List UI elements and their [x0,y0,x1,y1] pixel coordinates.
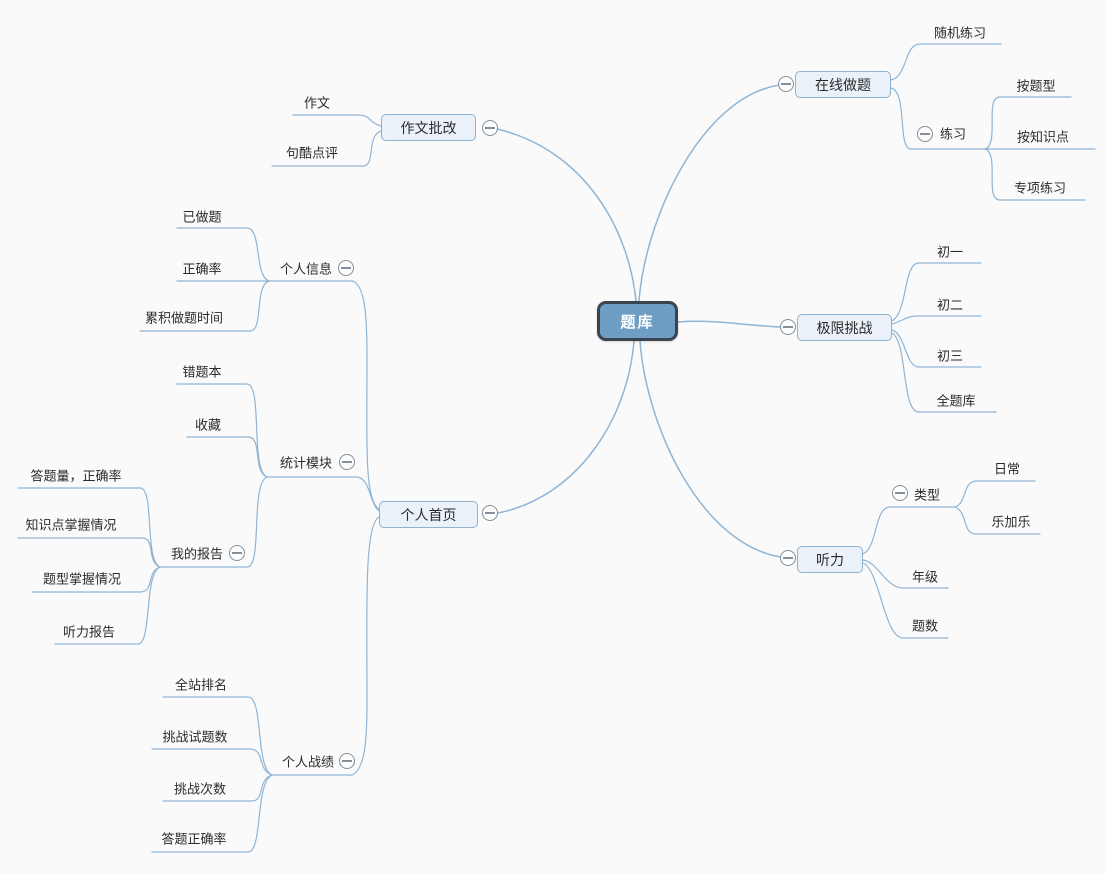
connector-report-listening [54,566,161,645]
collapse-minus-icon-practice[interactable] [917,126,933,142]
topic-daily[interactable]: 日常 [993,461,1021,477]
collapse-minus-icon-type[interactable] [892,485,908,501]
connector-challenge-fullbank [891,332,997,413]
connector-info-done [176,227,270,282]
topic-online-label: 在线做题 [815,76,871,93]
connector-report-qtype [31,566,161,593]
connector-listening-count [862,562,949,639]
connector-root-online [638,84,780,302]
topic-listening-label: 听力 [816,551,844,568]
topic-answer-accuracy[interactable]: 答题正确率 [161,831,227,847]
collapse-minus-icon-online[interactable] [778,76,794,92]
topic-listening-report[interactable]: 听力报告 [62,624,116,640]
topic-random-practice[interactable]: 随机练习 [933,25,987,41]
topic-by-question-type[interactable]: 按题型 [1016,78,1056,94]
collapse-minus-icon-challenge[interactable] [780,319,796,335]
connector-home-stats [266,476,380,512]
topic-type-mastery[interactable]: 题型掌握情况 [42,571,122,587]
collapse-minus-icon-info[interactable] [338,260,354,276]
connector-online-practice [890,87,986,150]
topic-stats-module[interactable]: 统计模块 [279,455,333,471]
connector-record-questions [151,748,273,776]
connector-online-random [890,43,1002,81]
connector-root-listening [639,340,782,558]
connector-root-essay [496,128,637,302]
connector-info-time [139,280,270,332]
topic-wrong-book[interactable]: 错题本 [182,364,222,380]
collapse-minus-icon-essay[interactable] [482,120,498,136]
connector-stats-favorites [186,436,268,478]
connector-home-info [352,280,380,510]
topic-grade9[interactable]: 初三 [936,348,964,364]
connector-stats-report [159,476,268,568]
connector-essay-composition [292,114,382,127]
topic-lejiale[interactable]: 乐加乐 [991,514,1031,530]
topic-root-question-bank[interactable]: 题库 [597,301,678,341]
topic-extreme-challenge[interactable]: 极限挑战 [797,314,892,341]
connector-type-daily [954,480,1036,508]
connector-practice-bytype [984,96,1072,150]
topic-question-count[interactable]: 题数 [911,618,939,634]
connector-practice-special [984,148,1086,201]
connector-record-ranking [162,696,273,776]
topic-personal-info[interactable]: 个人信息 [279,261,333,277]
topic-by-knowledge[interactable]: 按知识点 [1016,129,1070,145]
topic-grade7[interactable]: 初一 [936,244,964,260]
topic-challenge-questions[interactable]: 挑战试题数 [162,729,228,745]
topic-home-label: 个人首页 [400,506,457,523]
topic-practice[interactable]: 练习 [939,126,967,142]
topic-full-bank[interactable]: 全题库 [936,393,976,409]
topic-favorites[interactable]: 收藏 [194,417,222,433]
topic-essay-label: 作文批改 [400,119,457,136]
connector-challenge-grade8 [891,315,982,325]
connector-stats-wrongbook [176,383,268,478]
connector-report-knowledge [17,537,161,568]
connector-essay-juku [271,130,382,167]
connector-record-accuracy [151,774,273,853]
topic-essay-correction[interactable]: 作文批改 [381,114,476,141]
connector-home-record [351,516,380,776]
topic-listening[interactable]: 听力 [797,546,863,573]
topic-online-practice[interactable]: 在线做题 [795,71,891,98]
topic-grade[interactable]: 年级 [911,569,939,585]
topic-knowledge-mastery[interactable]: 知识点掌握情况 [25,517,117,533]
collapse-minus-icon-listening[interactable] [780,550,796,566]
collapse-minus-icon-home[interactable] [482,505,498,521]
topic-special-practice[interactable]: 专项练习 [1013,180,1067,196]
topic-my-report[interactable]: 我的报告 [170,546,224,562]
topic-total-time[interactable]: 累积做题时间 [144,310,224,326]
connector-record-times [162,774,273,802]
topic-root-label: 题库 [620,313,655,331]
topic-personal-homepage[interactable]: 个人首页 [379,501,478,528]
connector-root-challenge [677,320,782,328]
collapse-minus-icon-stats[interactable] [339,454,355,470]
topic-accuracy-rate[interactable]: 正确率 [182,261,222,277]
topic-grade8[interactable]: 初二 [936,297,964,313]
connector-listening-grade [862,559,949,589]
topic-challenge-times[interactable]: 挑战次数 [173,781,227,797]
collapse-minus-icon-record[interactable] [339,753,355,769]
topic-personal-record[interactable]: 个人战绩 [281,754,335,770]
connector-listening-type [862,506,956,555]
topic-composition[interactable]: 作文 [303,95,331,111]
connector-root-home [497,340,635,514]
collapse-minus-icon-report[interactable] [229,545,245,561]
connector-challenge-grade7 [891,262,982,322]
topic-done-questions[interactable]: 已做题 [182,209,222,225]
connector-challenge-grade9 [891,329,982,368]
topic-listening-type[interactable]: 类型 [913,487,941,503]
connector-report-volume [17,487,161,568]
connector-type-lejiale [954,506,1041,535]
topic-challenge-label: 极限挑战 [816,319,873,336]
topic-juku-review[interactable]: 句酷点评 [285,145,339,161]
topic-site-ranking[interactable]: 全站排名 [174,677,228,693]
topic-volume-accuracy[interactable]: 答题量，正确率 [30,468,122,484]
